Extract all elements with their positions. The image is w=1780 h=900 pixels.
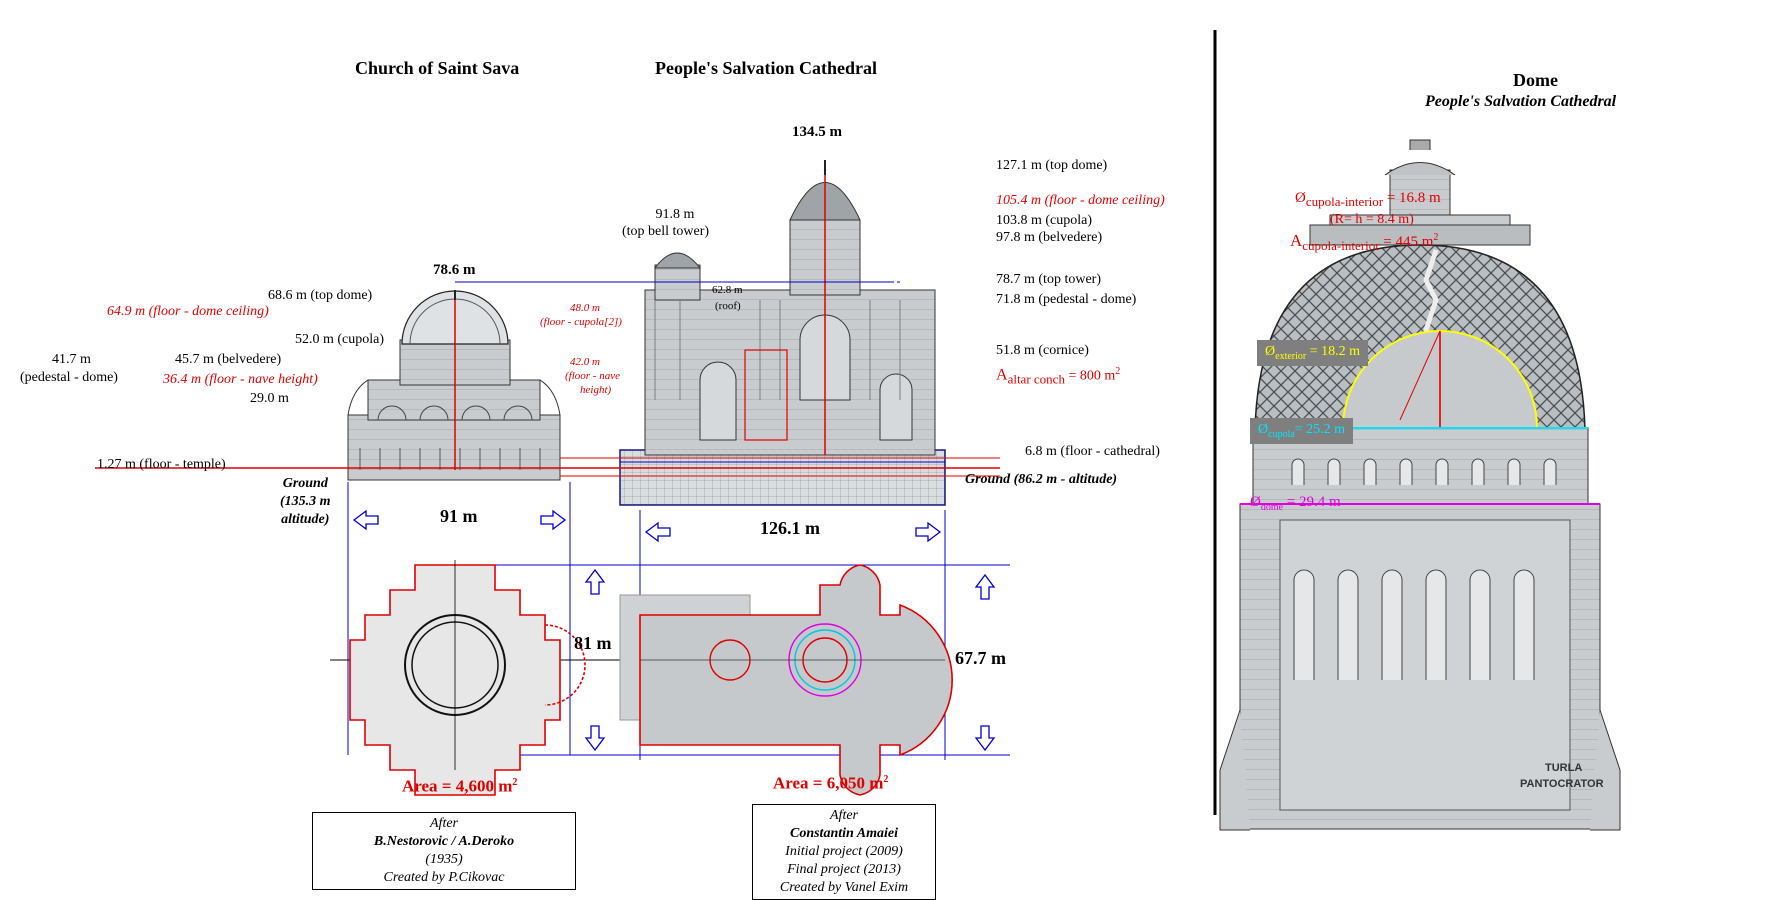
- cathedral-width: 126.1 m: [760, 518, 820, 538]
- saint-sava-floor-temple: 1.27 m (floor - temple): [97, 457, 226, 472]
- cathedral-nave-value: 42.0 m: [570, 356, 600, 368]
- dome-subtitle: People's Salvation Cathedral: [1425, 93, 1617, 110]
- saint-sava-pedestal-value: 41.7 m: [52, 352, 91, 367]
- diameter-symbol: Ø: [1265, 344, 1276, 359]
- area-value: = 445 m: [1379, 234, 1434, 250]
- credit-creator: Created by Vanel Exim: [779, 880, 909, 895]
- cathedral-nave-text1: (floor - nave: [565, 370, 620, 382]
- saint-sava-nave-height: 36.4 m (floor - nave height): [163, 372, 318, 387]
- saint-sava-width: 91 m: [440, 506, 478, 526]
- saint-sava-dome-ceiling: 64.9 m (floor - dome ceiling): [107, 304, 269, 319]
- diameter-symbol: Ø: [1258, 422, 1269, 437]
- exterior-value: = 18.2 m: [1306, 344, 1361, 359]
- cathedral-pedestal: 71.8 m (pedestal - dome): [996, 292, 1137, 307]
- ground-line-2: (135.3 m: [280, 494, 331, 509]
- cupola-value: = 25.2 m: [1294, 422, 1346, 437]
- cupola-interior-value: = 16.8 m: [1383, 190, 1441, 206]
- diameter-symbol: Ø: [1250, 494, 1261, 510]
- credit-initial: Initial project (2009): [785, 844, 903, 859]
- title-cathedral: People's Salvation Cathedral: [655, 58, 878, 78]
- credit-authors: B.Nestorovic / A.Deroko: [373, 834, 515, 849]
- altar-value: = 800 m: [1064, 368, 1116, 384]
- saint-sava-credit: After B.Nestorovic / A.Deroko (1935) Cre…: [312, 812, 576, 890]
- cathedral-altar-area: Aaltar conch = 800 m2: [996, 364, 1120, 387]
- tower-inscription-1: TURLA: [1545, 762, 1583, 774]
- altar-sub: altar conch: [1007, 371, 1065, 387]
- cathedral-nave-text2: height): [580, 384, 612, 396]
- credit-creator: Created by P.Cikovac: [383, 870, 505, 885]
- cupola-sub: cupola: [1268, 428, 1295, 440]
- saint-sava-cupola: 52.0 m (cupola): [295, 332, 385, 347]
- credit-final: Final project (2013): [787, 862, 901, 877]
- saint-sava-ground: Ground (135.3 m altitude): [280, 475, 331, 529]
- dome-radius: (R= h = 8.4 m): [1330, 212, 1414, 227]
- title-dome: Dome: [1513, 70, 1558, 90]
- dome-exterior-tag: Øexterior = 18.2 m: [1257, 340, 1369, 366]
- dome-value: = 29.4 m: [1283, 494, 1341, 510]
- saint-sava-belvedere: 45.7 m (belvedere): [175, 352, 282, 367]
- dimension-arrows: [352, 509, 996, 752]
- exterior-sub: exterior: [1275, 350, 1307, 362]
- dome-cupola-area: Acupola-interior = 445 m2: [1290, 230, 1438, 254]
- saint-sava-area-sup: 2: [512, 777, 518, 788]
- area-sup: 2: [1433, 232, 1439, 243]
- cathedral-depth: 67.7 m: [955, 648, 1006, 668]
- cathedral-top-dome: 127.1 m (top dome): [996, 158, 1108, 173]
- area-sub: cupola-interior: [1302, 238, 1380, 253]
- cathedral-dome-ceiling: 105.4 m (floor - dome ceiling): [996, 193, 1165, 208]
- saint-sava-area: Area = 4,600 m2: [402, 775, 517, 795]
- cathedral-area-sup: 2: [883, 774, 889, 785]
- cathedral-plan: [619, 564, 953, 796]
- tower-inscription-2: PANTOCRATOR: [1520, 778, 1604, 790]
- saint-sava-top-height: 78.6 m: [433, 262, 476, 278]
- cathedral-credit: After Constantin Amaiei Initial project …: [752, 804, 936, 900]
- cathedral-cornice: 51.8 m (cornice): [996, 343, 1089, 358]
- cathedral-floor: 6.8 m (floor - cathedral): [1025, 444, 1160, 459]
- credit-author: Constantin Amaiei: [789, 826, 898, 841]
- cathedral-belvedere: 97.8 m (belvedere): [996, 230, 1103, 245]
- cathedral-roof-value: 62.8 m: [712, 284, 743, 296]
- title-saint-sava: Church of Saint Sava: [355, 58, 520, 78]
- cathedral-cupola2-value: 48.0 m: [570, 302, 600, 314]
- dome-cupola-tag: Øcupola= 25.2 m: [1250, 418, 1354, 444]
- cathedral-bell-text: (top bell tower): [622, 224, 710, 239]
- cathedral-roof-text: (roof): [715, 300, 741, 312]
- cathedral-top-tower: 78.7 m (top tower): [996, 272, 1101, 287]
- reference-lines: [95, 281, 1000, 477]
- area-symbol: A: [1290, 231, 1303, 250]
- dome-detail-drawing: [1219, 139, 1621, 831]
- saint-sava-depth: 81 m: [574, 633, 612, 653]
- saint-sava-elevation: [347, 290, 561, 481]
- cathedral-top-height: 134.5 m: [792, 124, 842, 140]
- saint-sava-area-label: Area = 4,600 m: [402, 776, 513, 796]
- cathedral-bell-value: 91.8 m: [655, 207, 695, 222]
- cathedral-cupola: 103.8 m (cupola): [996, 213, 1093, 228]
- ground-line-1: Ground: [282, 476, 328, 491]
- cathedral-ground: Ground (86.2 m - altitude): [965, 472, 1118, 487]
- diameter-symbol: Ø: [1295, 190, 1306, 206]
- credit-prefix: After: [830, 808, 858, 823]
- altar-prefix: A: [996, 366, 1008, 384]
- dome-sub: dome: [1260, 502, 1284, 513]
- credit-year: (1935): [425, 852, 463, 867]
- saint-sava-top-dome: 68.6 m (top dome): [268, 288, 373, 303]
- altar-sup: 2: [1115, 366, 1121, 377]
- cathedral-cupola2-text: (floor - cupola[2]): [540, 316, 622, 328]
- dome-diameter-label: Ødome = 29.4 m: [1250, 494, 1341, 516]
- ground-line-3: altitude): [281, 512, 330, 527]
- saint-sava-pedestal-text: (pedestal - dome): [20, 370, 118, 385]
- credit-prefix: After: [430, 816, 458, 831]
- dome-cupola-interior: Øcupola-interior = 16.8 m: [1295, 190, 1441, 210]
- saint-sava-plan: [349, 560, 586, 796]
- cupola-interior-sub: cupola-interior: [1305, 194, 1384, 209]
- saint-sava-29m: 29.0 m: [250, 391, 289, 406]
- cathedral-area: Area = 6,050 m2: [773, 772, 888, 792]
- cathedral-area-label: Area = 6,050 m: [773, 773, 884, 793]
